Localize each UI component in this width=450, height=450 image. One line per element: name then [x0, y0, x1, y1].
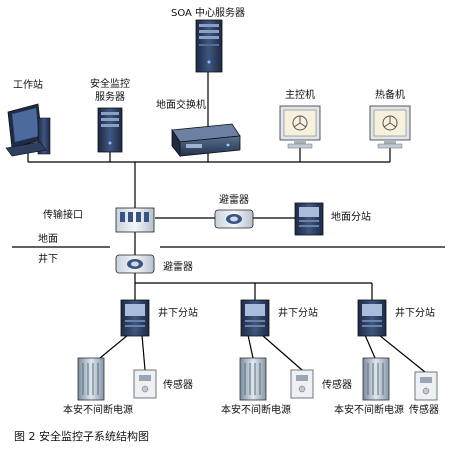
- ups-3-icon: [362, 357, 390, 401]
- ground-switch-icon: [171, 123, 241, 158]
- safety-server-label-line2: 服务器: [95, 90, 125, 103]
- soa-server-icon: [195, 19, 223, 73]
- ground-substation-label: 地面分站: [331, 210, 371, 223]
- lightning-arrester-top-label: 避雷器: [219, 193, 249, 206]
- soa-server-label: SOA 中心服务器: [171, 6, 245, 19]
- ups-1-icon: [77, 357, 105, 401]
- underground-substation-2-icon: [240, 299, 270, 337]
- underground-substation-2-label: 井下分站: [278, 306, 318, 319]
- ups-2-label: 本安不间断电源: [221, 403, 291, 416]
- underground-substation-1-icon: [120, 299, 150, 337]
- standby-monitor-icon: [369, 105, 411, 149]
- sensor-2-icon: [290, 369, 314, 399]
- safety-server-icon: [97, 107, 123, 153]
- ups-1-label: 本安不间断电源: [63, 403, 133, 416]
- main-controller-label: 主控机: [285, 88, 315, 101]
- lightning-arrester-top-icon: [214, 209, 254, 229]
- lightning-arrester-bottom-label: 避雷器: [163, 260, 193, 273]
- underground-substation-1-label: 井下分站: [158, 306, 198, 319]
- workstation-icon: [5, 103, 51, 157]
- underground-label: 井下: [38, 252, 58, 265]
- ground-switch-label: 地面交换机: [156, 98, 206, 111]
- connection-lines: [12, 70, 445, 373]
- sensor-3-label: 传感器: [409, 403, 439, 416]
- lightning-arrester-bottom-icon: [115, 254, 155, 274]
- sensor-1-label: 传感器: [163, 378, 193, 391]
- ground-substation-icon: [294, 202, 324, 236]
- transmission-interface-icon: [115, 207, 155, 233]
- safety-server-label-line1: 安全监控: [90, 77, 130, 90]
- ground-label: 地面: [38, 232, 58, 245]
- ups-3-label: 本安不间断电源: [334, 403, 404, 416]
- main-controller-monitor-icon: [279, 105, 321, 149]
- sensor-2-label: 传感器: [322, 378, 352, 391]
- standby-label: 热备机: [375, 88, 405, 101]
- workstation-label: 工作站: [13, 78, 43, 91]
- ups-2-icon: [239, 357, 267, 401]
- figure-caption: 图 2 安全监控子系统结构图: [14, 429, 149, 443]
- underground-substation-3-icon: [357, 299, 387, 337]
- sensor-3-icon: [414, 371, 438, 401]
- underground-substation-3-label: 井下分站: [395, 306, 435, 319]
- sensor-1-icon: [133, 369, 157, 399]
- transmission-interface-label: 传输接口: [43, 208, 83, 221]
